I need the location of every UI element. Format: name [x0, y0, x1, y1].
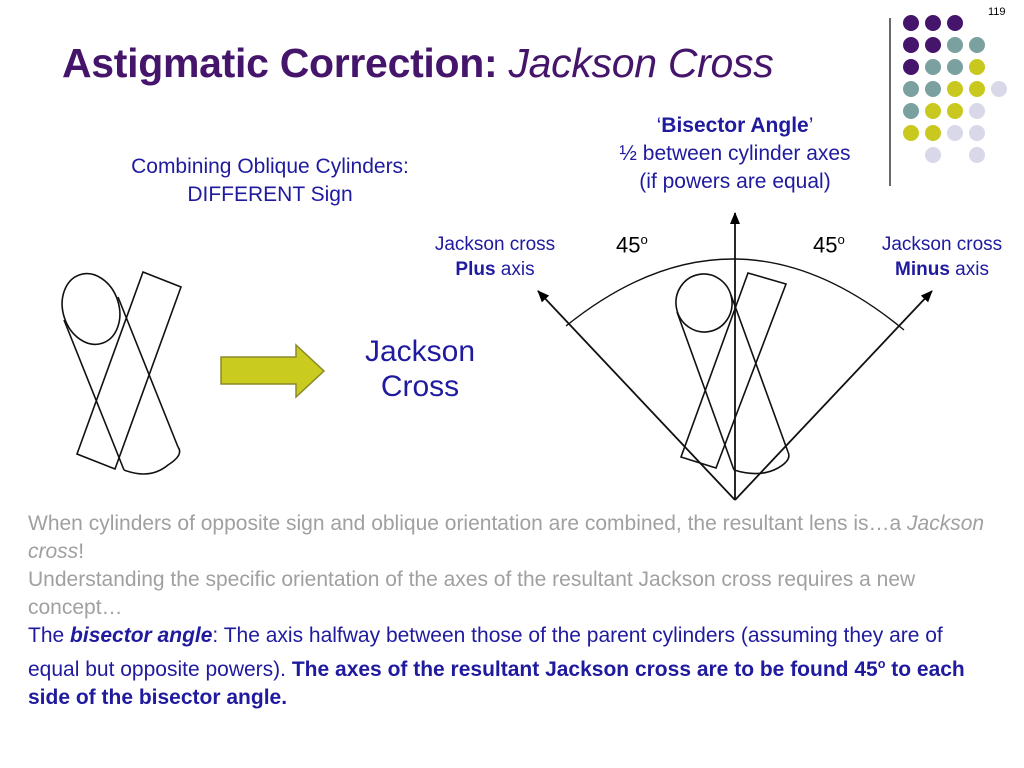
decorative-dot: [947, 15, 963, 31]
body-paragraph-2: Understanding the specific orientation o…: [28, 568, 916, 619]
decorative-dot: [947, 103, 963, 119]
minus-label-line1: Jackson cross: [881, 234, 1003, 255]
left-cylinder-b-plate: [75, 270, 183, 471]
decorative-dot: [969, 37, 985, 53]
bisector-caption: ‘Bisector Angle’ ½ between cylinder axes…: [575, 112, 895, 196]
body-p1-end: !: [78, 540, 85, 563]
combining-line1: Combining Oblique Cylinders:: [131, 155, 409, 178]
angle-right-unit: o: [837, 232, 845, 247]
angle-label-right: 45o: [813, 232, 845, 258]
title-italic: Jackson Cross: [508, 40, 774, 86]
bisector-line3: (if powers are equal): [639, 170, 831, 193]
body-p3-bold-text: The axes of the resultant Jackson cross …: [291, 658, 878, 681]
plus-axis-line: [537, 290, 736, 501]
axes-group: [537, 212, 933, 501]
decorative-dot: [969, 81, 985, 97]
body-p3-bold: The axes of the resultant Jackson cross …: [28, 657, 965, 709]
decorative-dot: [925, 15, 941, 31]
jackson-line1: Jackson: [364, 335, 476, 368]
decorative-dot: [925, 125, 941, 141]
plus-label-rest: axis: [495, 259, 535, 280]
jackson-line2: Cross: [380, 370, 460, 403]
left-cylinder-a-bottom: [123, 446, 181, 475]
minus-label-bold: Minus: [895, 259, 950, 280]
body-p3-b: : The axis halfway between those of the …: [28, 624, 943, 681]
open-quote: ‘: [656, 114, 662, 137]
right-cylinder-pair: [675, 272, 790, 475]
decorative-dot: [947, 59, 963, 75]
body-p3-term: bisector angle: [70, 624, 213, 647]
decorative-dot: [969, 125, 985, 141]
minus-axis-label: Jackson cross Minus axis: [862, 232, 1022, 282]
close-quote: ’: [808, 114, 814, 137]
decorative-dot: [925, 81, 941, 97]
minus-label-rest: axis: [949, 259, 989, 280]
decorative-dot: [947, 125, 963, 141]
plus-axis-label: Jackson cross Plus axis: [420, 232, 570, 282]
body-p3-end: to each side of the bisector angle.: [28, 658, 965, 709]
angle-right-value: 45: [813, 232, 838, 258]
decorative-dot: [925, 147, 941, 163]
body-text: When cylinders of opposite sign and obli…: [28, 510, 988, 712]
decorative-dot: [903, 125, 919, 141]
combining-caption: Combining Oblique Cylinders: DIFFERENT S…: [80, 153, 460, 209]
decorative-dot: [925, 37, 941, 53]
decorative-dot: [903, 59, 919, 75]
body-p3-a: The: [28, 624, 71, 647]
combining-line2: DIFFERENT Sign: [187, 183, 353, 206]
right-cylinder-b-plate: [679, 272, 788, 469]
body-p1-text: When cylinders of opposite sign and obli…: [28, 512, 908, 535]
jackson-cross-label: Jackson Cross: [340, 334, 500, 404]
right-cylinder-a-edge2: [730, 294, 789, 453]
left-cylinder-a-top: [61, 272, 121, 346]
minus-axis-line: [734, 290, 933, 501]
angle-left-unit: o: [640, 232, 648, 247]
decorative-dot: [903, 103, 919, 119]
left-cylinder-pair: [61, 270, 183, 475]
decorative-dot-grid: [903, 15, 1007, 163]
angle-arc: [565, 258, 905, 331]
body-p3-sup: o: [877, 657, 886, 671]
slide-number: 119: [988, 6, 1006, 18]
left-cylinder-a-edge1: [63, 319, 125, 471]
decorative-dot: [969, 103, 985, 119]
bisector-line2: ½ between cylinder axes: [619, 142, 851, 165]
decorative-dot: [947, 81, 963, 97]
slide-title: Astigmatic Correction: Jackson Cross: [62, 40, 774, 87]
decorative-dot: [969, 59, 985, 75]
decorative-dot: [925, 59, 941, 75]
angle-left-value: 45: [616, 232, 641, 258]
decorative-dot: [991, 81, 1007, 97]
plus-label-bold: Plus: [455, 259, 496, 280]
decorative-dot: [969, 147, 985, 163]
decorative-dot: [903, 15, 919, 31]
body-paragraph-3: The bisector angle: The axis halfway bet…: [28, 622, 988, 712]
title-main: Astigmatic Correction:: [62, 40, 509, 86]
decorative-dot: [903, 81, 919, 97]
angle-label-left: 45o: [616, 232, 648, 258]
left-cylinder-a-edge2: [117, 296, 179, 448]
right-cylinder-a-top: [675, 273, 733, 333]
decorative-dot: [947, 37, 963, 53]
right-arrow-icon: [220, 343, 326, 399]
body-p1-italic: Jackson cross: [28, 512, 985, 563]
vertical-divider: [889, 18, 891, 186]
plus-label-line1: Jackson cross: [434, 234, 556, 255]
bisector-term: Bisector Angle: [661, 114, 809, 137]
body-paragraph-1: When cylinders of opposite sign and obli…: [28, 510, 988, 566]
decorative-dot: [903, 37, 919, 53]
decorative-dot: [925, 103, 941, 119]
right-cylinder-a-bottom: [733, 451, 790, 475]
